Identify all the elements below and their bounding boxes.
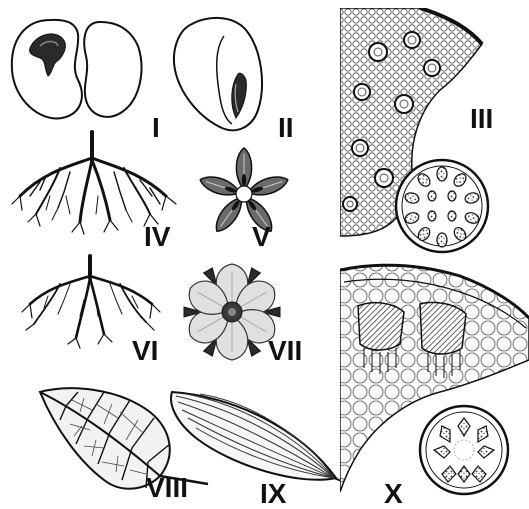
seed-monocot-illustration: [174, 18, 262, 130]
flower-six-petal-illustration: [183, 264, 282, 360]
label-VIII: VIII: [146, 472, 188, 503]
stem-section-III-inset: [396, 160, 488, 252]
label-VI: VI: [132, 335, 158, 366]
label-IX: IX: [260, 478, 287, 509]
flower-five-petal-illustration: [198, 148, 290, 236]
root-system-IV-illustration: [12, 132, 176, 234]
label-X: X: [384, 478, 403, 509]
label-IV: IV: [144, 221, 171, 252]
label-I: I: [152, 112, 160, 143]
label-V: V: [252, 221, 271, 252]
label-VII: VII: [268, 335, 302, 366]
seed-dicot-illustration: [12, 20, 142, 119]
label-III: III: [470, 103, 493, 134]
label-II: II: [278, 112, 294, 143]
leaf-parallel-illustration: [171, 392, 344, 482]
stem-section-X-inset: [420, 406, 508, 494]
